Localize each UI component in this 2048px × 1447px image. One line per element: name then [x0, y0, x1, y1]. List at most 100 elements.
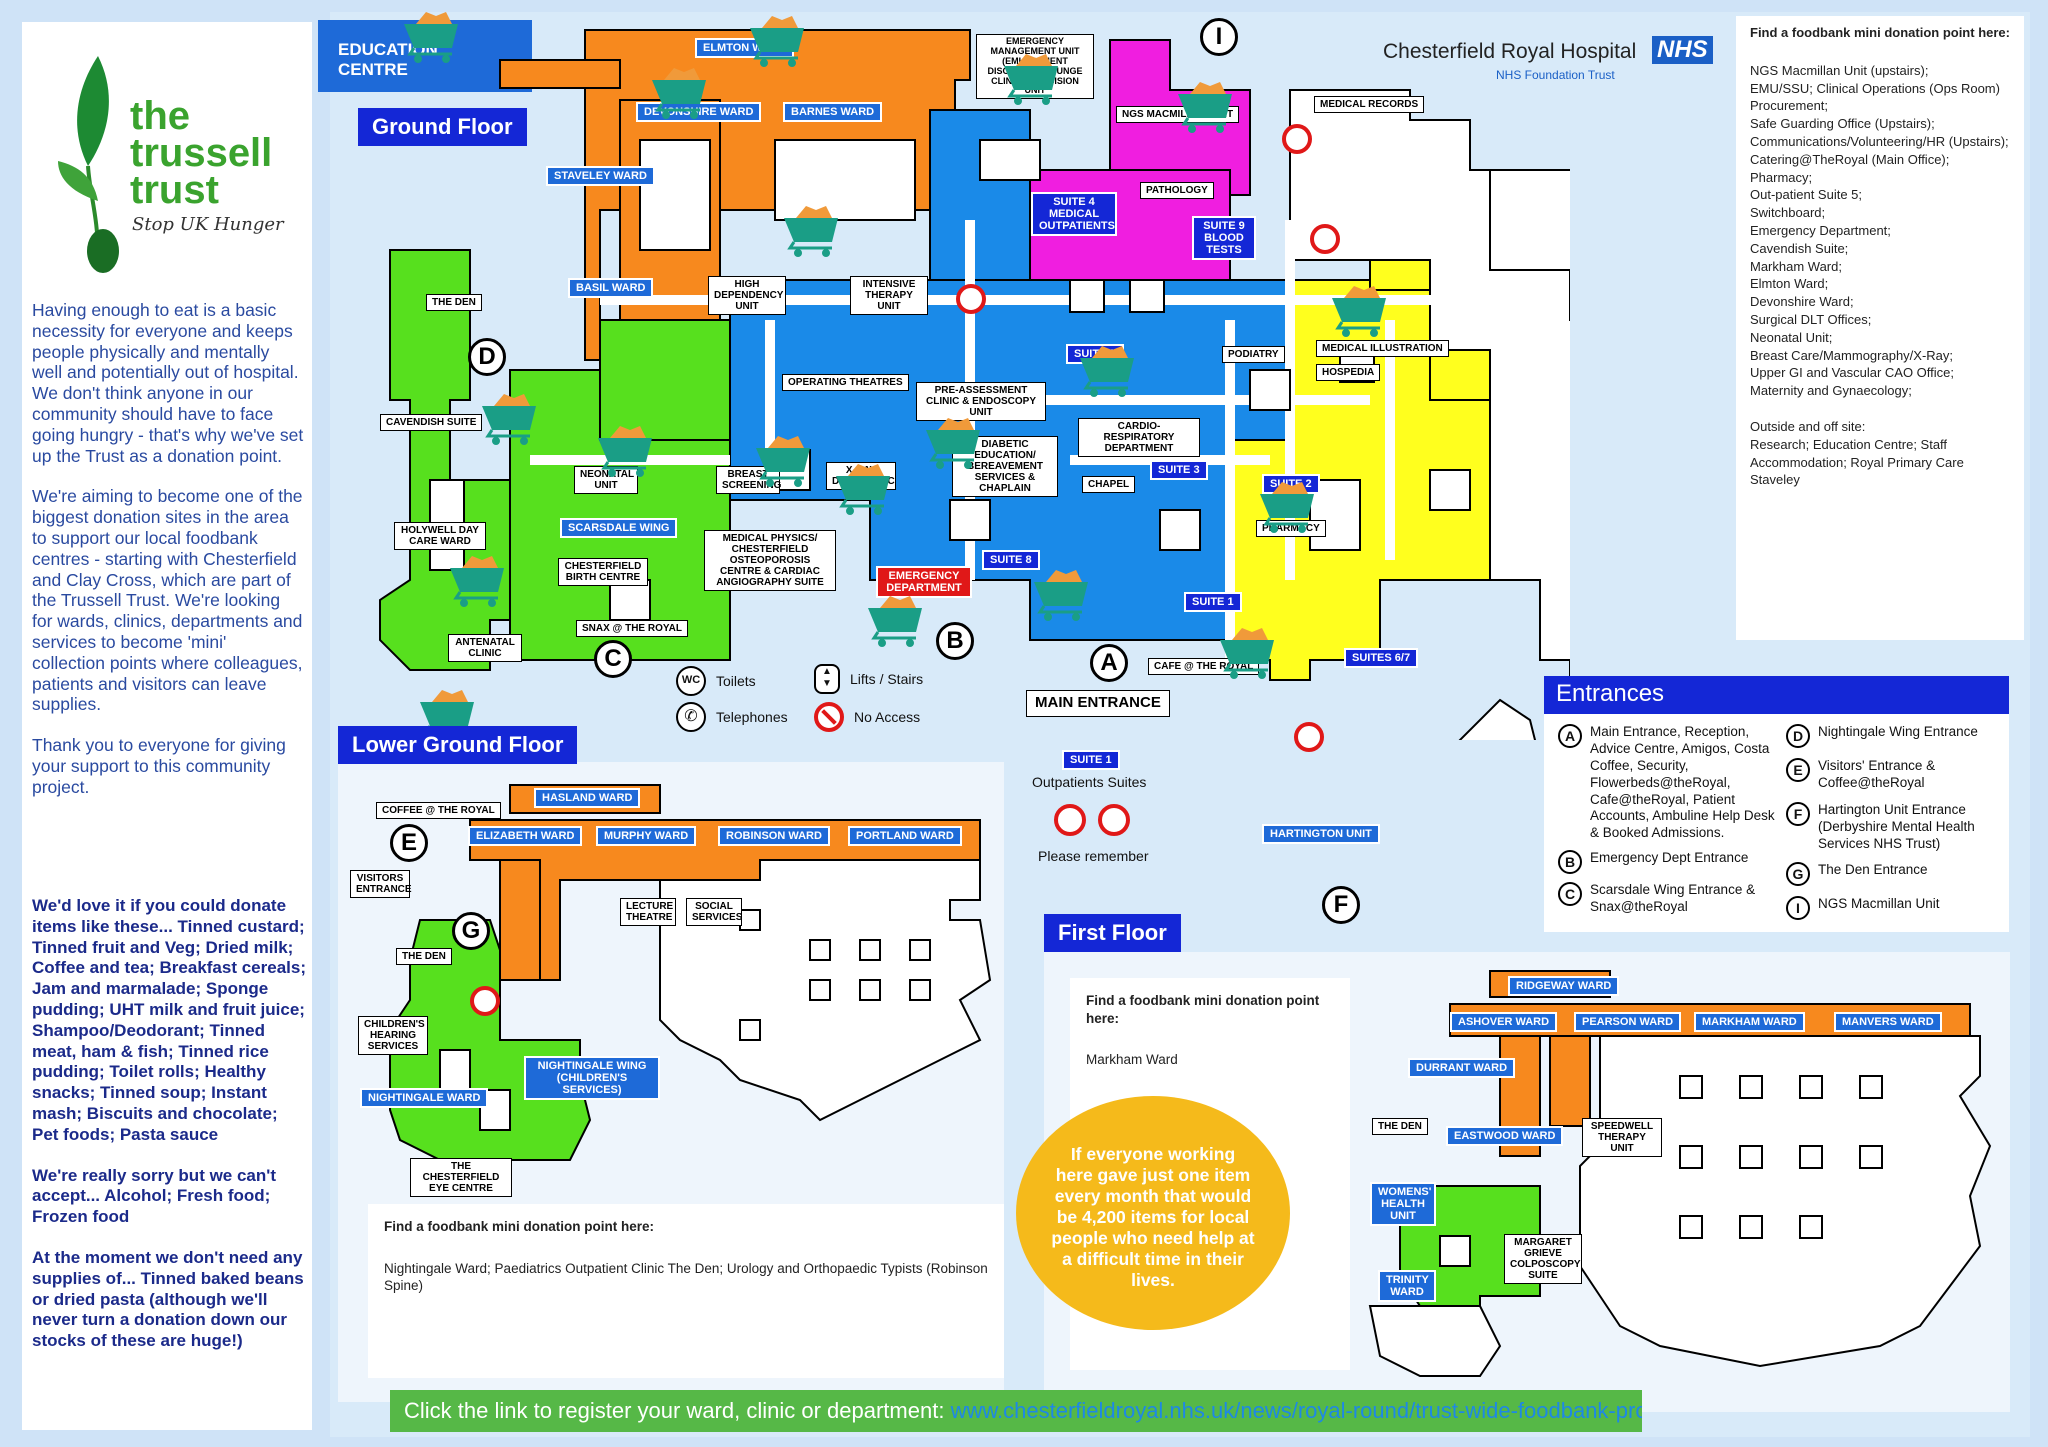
donate-text: We'd love it if you could donate items l… — [32, 896, 307, 1372]
entrance-marker-i: I — [1200, 18, 1238, 56]
label-neonatal: NEONATAL UNIT — [574, 466, 638, 494]
legend-telephones: ✆ Telephones — [676, 702, 788, 732]
label-nightingale-wing: NIGHTINGALE WING (CHILDREN'S SERVICES) — [524, 1056, 660, 1100]
label-staveley: STAVELEY WARD — [546, 166, 655, 186]
lower-ground-title: Lower Ground Floor — [338, 726, 578, 764]
ground-find-item: EMU/SSU; Clinical Operations (Ops Room) — [1750, 80, 2000, 96]
label-pathology: PATHOLOGY — [1140, 182, 1214, 199]
no-access-icon — [1294, 722, 1324, 752]
entrance-marker-c: C — [594, 640, 632, 678]
lower-find-text: Nightingale Ward; Paediatrics Outpatient… — [384, 1260, 988, 1294]
logo-line1: the — [130, 94, 190, 138]
foodbank-basket-icon — [1178, 82, 1232, 133]
legend-no-access: No Access — [814, 702, 920, 732]
lift-icon: ▲▼ — [814, 664, 840, 694]
no-access-icon — [814, 702, 844, 732]
foodbank-basket-icon — [784, 206, 838, 257]
lower-find-box: Find a foodbank mini donation point here… — [368, 1204, 1004, 1378]
label-margaret: MARGARET GRIEVE COLPOSCOPY SUITE — [1504, 1234, 1582, 1284]
label-hospedia: HOSPEDIA — [1316, 364, 1381, 381]
ground-find-heading: Find a foodbank mini donation point here… — [1750, 25, 2010, 40]
legend-lifts: ▲▼ Lifts / Stairs — [814, 664, 923, 694]
ground-find-item: Devonshire Ward; — [1750, 294, 1854, 310]
donation-callout: If everyone working here gave just one i… — [1016, 1096, 1290, 1330]
legend-lifts-label: Lifts / Stairs — [850, 671, 924, 687]
ground-find-item: Pharmacy; — [1750, 169, 1813, 185]
please-remember: Please remember — [1038, 848, 1149, 864]
label-first-den: THE DEN — [1372, 1118, 1428, 1135]
label-pearson: PEARSON WARD — [1574, 1012, 1682, 1032]
ground-find-item: Emergency Department; — [1750, 222, 1891, 238]
label-murphy: MURPHY WARD — [596, 826, 697, 846]
lower-find-heading: Find a foodbank mini donation point here… — [384, 1219, 654, 1234]
foodbank-basket-icon — [756, 436, 810, 487]
trussell-logo: the trussell trust Stop UK Hunger — [28, 26, 298, 288]
foodbank-basket-icon — [1080, 346, 1134, 397]
ground-find-item: Upper GI and Vascular CAO Office; — [1750, 365, 1954, 381]
hospital-name: Chesterfield Royal Hospital — [1383, 40, 1637, 63]
label-manvers: MANVERS WARD — [1834, 1012, 1942, 1032]
foodbank-basket-icon — [836, 464, 890, 515]
legend-no-access-label: No Access — [854, 709, 921, 725]
label-holywell: HOLYWELL DAY CARE WARD — [394, 522, 486, 550]
no-access-icon — [956, 284, 986, 314]
label-antenatal: ANTENATAL CLINIC — [448, 634, 522, 662]
register-link-bar[interactable]: Click the link to register your ward, cl… — [390, 1390, 1642, 1432]
label-emergency: EMERGENCY DEPARTMENT — [876, 566, 972, 598]
foodbank-basket-icon — [482, 394, 536, 445]
label-eastwood: EASTWOOD WARD — [1446, 1126, 1564, 1146]
entrance-marker-b: B — [936, 622, 974, 660]
legend-toilets-label: Toilets — [716, 673, 756, 689]
ground-floor-title: Ground Floor — [358, 108, 527, 146]
ground-find-item: Out-patient Suite 5; — [1750, 187, 1863, 203]
entrance-marker-g: G — [452, 912, 490, 950]
label-scarsdale: SCARSDALE WING — [560, 518, 678, 538]
label-coffee: COFFEE @ THE ROYAL — [376, 802, 501, 819]
label-markham: MARKHAM WARD — [1694, 1012, 1805, 1032]
first-floor-title: First Floor — [1044, 914, 1181, 952]
ground-find-offsite-heading: Outside and off site: — [1750, 418, 1866, 434]
label-barnes: BARNES WARD — [783, 102, 883, 122]
logo-tagline: Stop UK Hunger — [132, 214, 284, 235]
label-basil: BASIL WARD — [568, 278, 654, 298]
label-elizabeth: ELIZABETH WARD — [468, 826, 583, 846]
no-access-icon — [1282, 124, 1312, 154]
label-womens: WOMENS' HEALTH UNIT — [1370, 1182, 1436, 1226]
register-link-url[interactable]: www.chesterfieldroyal.nhs.uk/news/royal-… — [950, 1398, 1642, 1423]
ground-find-item: Safe Guarding Office (Upstairs); — [1750, 116, 1935, 132]
label-birth: CHESTERFIELD BIRTH CENTRE — [558, 558, 648, 586]
ground-find-offsite: Research; Education Centre; Staff Accomm… — [1750, 436, 1964, 488]
trust-name: NHS Foundation Trust — [1496, 68, 1615, 82]
label-snax: SNAX @ THE ROYAL — [576, 620, 688, 637]
label-hartington: HARTINGTON UNIT — [1262, 824, 1380, 844]
label-portland: PORTLAND WARD — [848, 826, 962, 846]
ground-find-item: NGS Macmillan Unit (upstairs); — [1750, 62, 1929, 78]
ground-find-item: Elmton Ward; — [1750, 276, 1829, 292]
label-robinson: ROBINSON WARD — [718, 826, 830, 846]
intro-para-1: Having enough to eat is a basic necessit… — [32, 300, 304, 466]
label-lower-den: THE DEN — [396, 948, 452, 965]
label-chapel: CHAPEL — [1082, 476, 1136, 493]
label-nightingale: NIGHTINGALE WARD — [360, 1088, 489, 1108]
no-phone-icon — [1054, 804, 1086, 836]
label-medphys: MEDICAL PHYSICS/ CHESTERFIELD OSTEOPOROS… — [704, 530, 836, 591]
ground-find-item: Catering@TheRoyal (Main Office); — [1750, 151, 1950, 167]
intro-text: Having enough to eat is a basic necessit… — [32, 300, 304, 818]
intro-para-3: Thank you to everyone for giving your su… — [32, 735, 286, 797]
label-ridgeway: RIDGEWAY WARD — [1508, 976, 1620, 996]
entrance-marker-a: A — [1090, 644, 1128, 682]
label-eye: THE CHESTERFIELD EYE CENTRE — [410, 1158, 512, 1197]
donate-para-2: We're really sorry but we can't accept..… — [32, 1165, 276, 1227]
leaf-logo-icon — [58, 56, 119, 273]
label-childrens: CHILDREN'S HEARING SERVICES — [358, 1016, 428, 1055]
ground-find-item: Markham Ward; — [1750, 258, 1842, 274]
entrance-marker-e: E — [390, 824, 428, 862]
label-social: SOCIAL SERVICES — [686, 898, 742, 926]
label-hdu: HIGH DEPENDENCY UNIT — [708, 276, 786, 315]
